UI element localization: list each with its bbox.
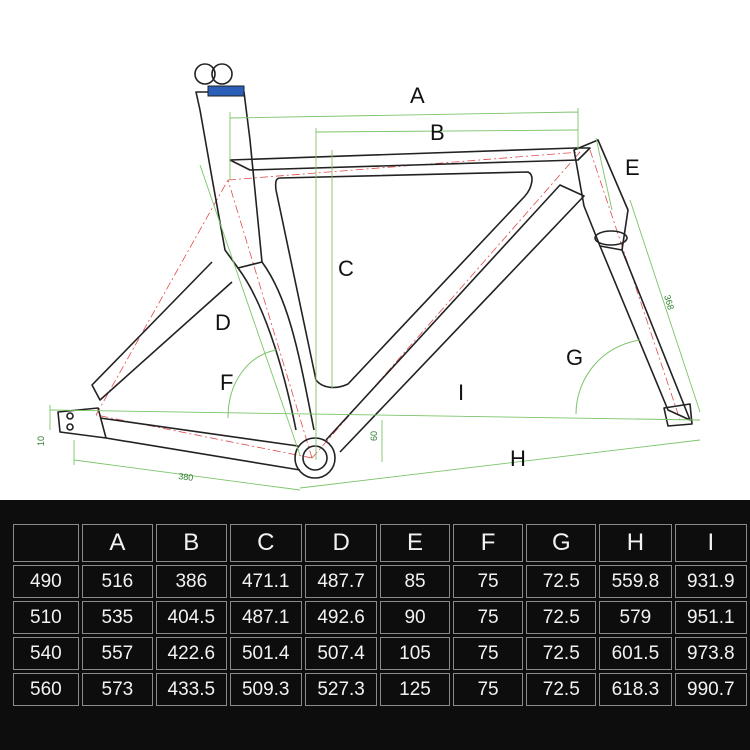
- table-cell: 72.5: [526, 565, 597, 598]
- table-cell: 951.1: [674, 601, 747, 634]
- dropout-bolt-upper: [66, 412, 74, 420]
- table-cell: 85: [380, 565, 450, 598]
- header-d: D: [304, 524, 378, 562]
- chainstay-annotation: 380: [178, 471, 194, 483]
- dimension-label-c: C: [338, 256, 354, 281]
- bottom-bracket-axle: [302, 445, 328, 471]
- table-cell: 559.8: [599, 565, 672, 598]
- geometry-table: A B C D E F G H I 490 516 386 471.1 487.…: [10, 521, 750, 709]
- header-e: E: [380, 524, 450, 562]
- table-cell: 931.9: [674, 565, 747, 598]
- table-row: 540 557 422.6 501.4 507.4 105 75 72.5 60…: [13, 637, 747, 670]
- table-row: 510 535 404.5 487.1 492.6 90 75 72.5 579…: [13, 601, 747, 634]
- frame-geometry-diagram: A B C D E F G H I 380 368 60 10: [36, 63, 701, 491]
- front-fork: [599, 245, 691, 421]
- header-size: [13, 524, 79, 562]
- table-cell: 75: [452, 637, 524, 670]
- table-cell: 509.3: [229, 673, 302, 706]
- table-cell: 510: [13, 601, 79, 634]
- table-cell: 516: [81, 565, 154, 598]
- table-cell: 501.4: [229, 637, 302, 670]
- headtube-annotation: 368: [662, 294, 676, 311]
- table-cell: 487.1: [229, 601, 302, 634]
- table-cell: 990.7: [674, 673, 747, 706]
- top-tube: [229, 147, 591, 171]
- table-cell: 90: [380, 601, 450, 634]
- seat-stay: [91, 261, 233, 401]
- table-cell: 490: [13, 565, 79, 598]
- table-cell: 487.7: [304, 565, 378, 598]
- dimension-label-f: F: [220, 370, 233, 395]
- table-cell: 573: [81, 673, 154, 706]
- geometry-table-panel: A B C D E F G H I 490 516 386 471.1 487.…: [0, 500, 750, 750]
- header-a: A: [81, 524, 154, 562]
- header-b: B: [156, 524, 227, 562]
- header-i: I: [674, 524, 747, 562]
- seat-tube: [237, 261, 315, 431]
- table-cell: 618.3: [599, 673, 672, 706]
- table-cell: 72.5: [526, 601, 597, 634]
- dimension-label-g: G: [566, 345, 583, 370]
- saddle-rail-right: [211, 63, 233, 85]
- table-cell: 579: [599, 601, 672, 634]
- table-cell: 75: [452, 601, 524, 634]
- fork-dropout: [663, 403, 693, 427]
- dropout-annotation: 10: [36, 436, 46, 446]
- table-cell: 973.8: [674, 637, 747, 670]
- header-c: C: [229, 524, 302, 562]
- header-f: F: [452, 524, 524, 562]
- table-header-row: A B C D E F G H I: [13, 524, 747, 562]
- table-cell: 601.5: [599, 637, 672, 670]
- dimension-lines: [49, 108, 701, 491]
- table-cell: 72.5: [526, 637, 597, 670]
- dimension-label-d: D: [215, 310, 231, 335]
- dropout-bolt-lower: [66, 423, 74, 431]
- saddle-clamp: [207, 85, 245, 97]
- header-g: G: [526, 524, 597, 562]
- chain-stay: [99, 417, 301, 471]
- table-cell: 433.5: [156, 673, 227, 706]
- rear-dropout: [57, 407, 107, 439]
- bottom-bracket-shell: [294, 437, 336, 479]
- table-cell: 535: [81, 601, 154, 634]
- table-cell: 560: [13, 673, 79, 706]
- table-cell: 386: [156, 565, 227, 598]
- dimension-label-i: I: [458, 380, 464, 405]
- table-cell: 540: [13, 637, 79, 670]
- table-cell: 507.4: [304, 637, 378, 670]
- head-tube-bearing: [594, 230, 628, 246]
- table-cell: 75: [452, 565, 524, 598]
- dimension-label-h: H: [510, 446, 526, 471]
- table-row: 560 573 433.5 509.3 527.3 125 75 72.5 61…: [13, 673, 747, 706]
- bb-drop-annotation: 60: [369, 431, 379, 441]
- dimension-label-b: B: [430, 120, 445, 145]
- dimension-label-a: A: [410, 83, 425, 108]
- dimension-label-e: E: [625, 155, 640, 180]
- table-cell: 404.5: [156, 601, 227, 634]
- header-h: H: [599, 524, 672, 562]
- down-tube: [325, 184, 585, 453]
- table-cell: 72.5: [526, 673, 597, 706]
- saddle-rail-left: [194, 63, 216, 85]
- bike-frame: [57, 63, 693, 479]
- table-cell: 422.6: [156, 637, 227, 670]
- table-cell: 557: [81, 637, 154, 670]
- table-cell: 471.1: [229, 565, 302, 598]
- table-cell: 492.6: [304, 601, 378, 634]
- table-cell: 125: [380, 673, 450, 706]
- table-cell: 105: [380, 637, 450, 670]
- table-cell: 75: [452, 673, 524, 706]
- table-cell: 527.3: [304, 673, 378, 706]
- table-row: 490 516 386 471.1 487.7 85 75 72.5 559.8…: [13, 565, 747, 598]
